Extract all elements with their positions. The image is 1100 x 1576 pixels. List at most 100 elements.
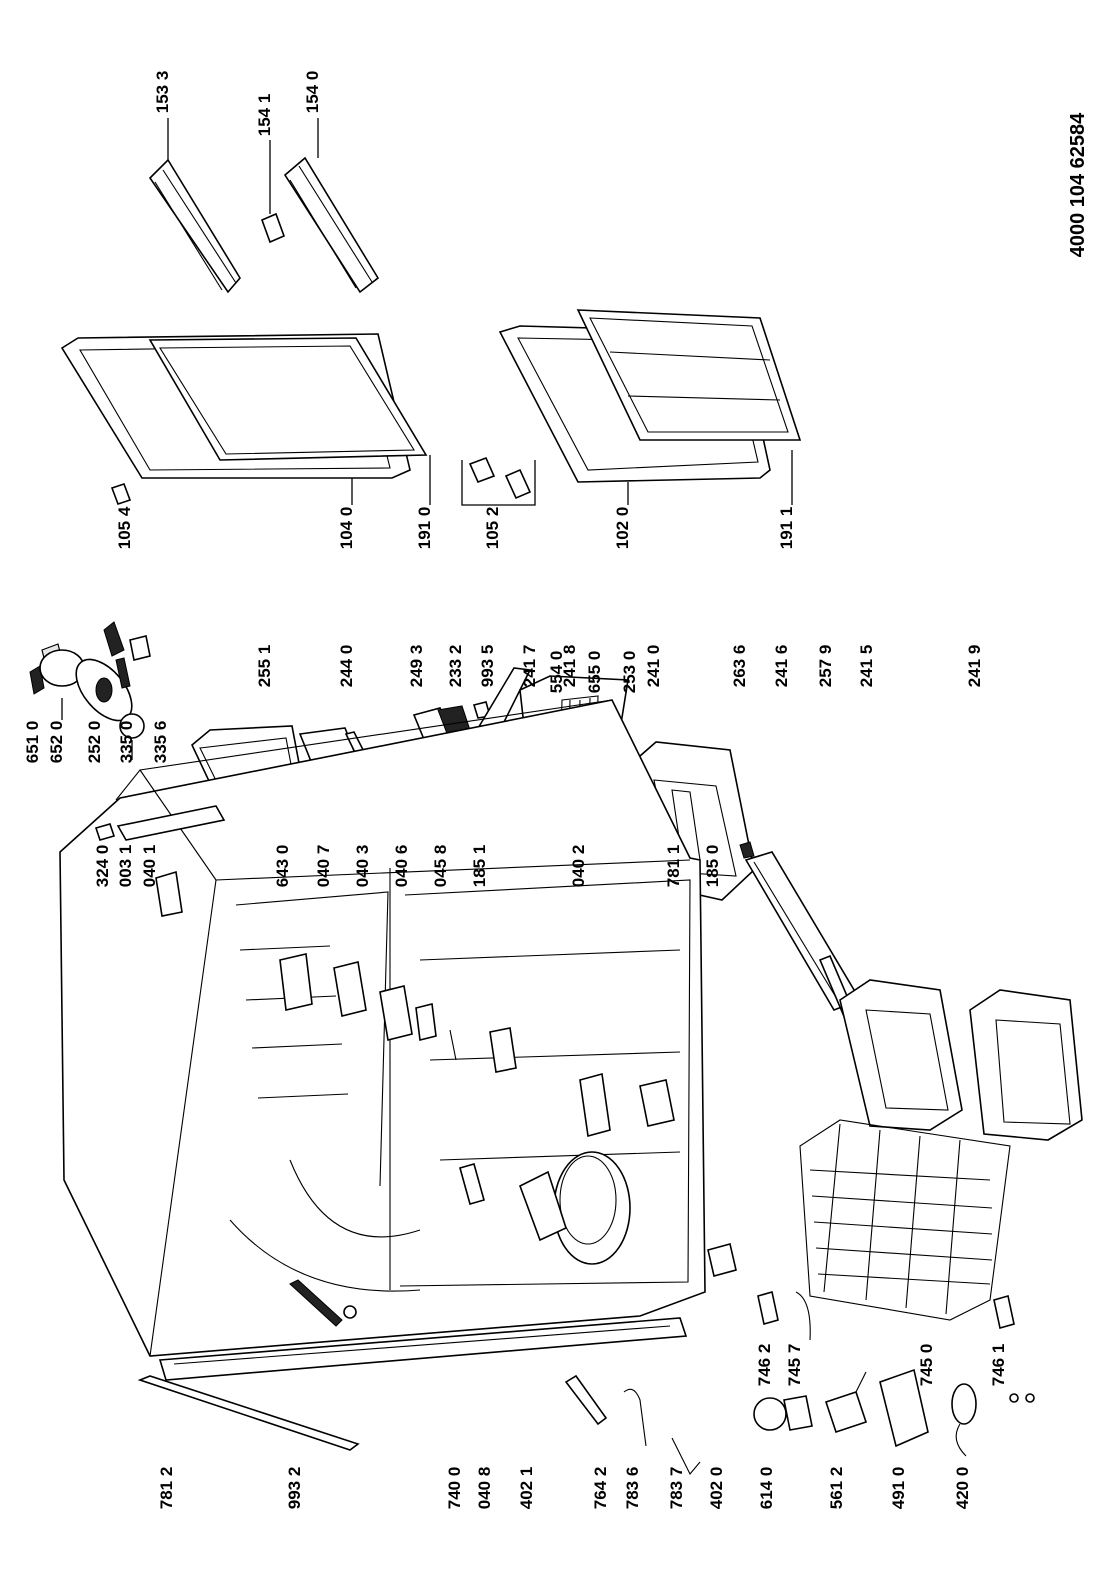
part-label: 185 1 [470,845,489,888]
part-label: 783 6 [623,1467,642,1510]
part-label: 993 2 [285,1467,304,1510]
freezer-drawer-2419 [969,989,1083,1141]
relay-6140 [753,1395,813,1431]
part-label: 241 5 [857,645,876,688]
part-label: 154 1 [255,94,274,137]
part-label: 420 0 [953,1467,972,1510]
part-label: 249 3 [407,645,426,688]
part-label: 102 0 [613,507,632,550]
door-stop-1052 [461,456,536,506]
part-label: 153 3 [153,71,172,114]
part-label: 191 0 [415,507,434,550]
part-label: 764 2 [591,1467,610,1510]
nut-b [1025,1393,1035,1403]
part-labels: 153 3 154 1 154 0 105 4 104 0 191 0 105 2 102 0… [23,71,1008,1510]
screw-2636 [739,841,755,859]
part-label: 554 0 [547,651,566,694]
part-label: 324 0 [93,845,112,888]
part-label: 244 0 [337,645,356,688]
part-label: 154 0 [303,71,322,114]
plate-6430 [279,953,313,1011]
filter-7642 [564,1374,608,1426]
part-label: 781 2 [157,1467,176,1510]
capacitor-4200 [951,1383,977,1457]
part-label: 783 7 [667,1467,686,1510]
wire-rack-7450 [799,1119,1011,1321]
cover-4910 [879,1368,929,1448]
support-7462 [757,1290,779,1326]
part-label: 241 0 [644,645,663,688]
part-label: 746 1 [989,1344,1008,1387]
nut-a [1009,1393,1019,1403]
hinge-0401 [155,870,183,917]
part-label: 040 3 [353,845,372,888]
lamp-parts [29,621,151,739]
vent-7811 [639,1079,675,1127]
part-label: 185 0 [703,845,722,888]
part-label: 040 6 [392,845,411,888]
part-label: 045 8 [431,845,450,888]
drain-part-9932 [289,1279,357,1327]
part-label: 614 0 [757,1467,776,1510]
support-7461 [993,1294,1015,1330]
part-label: 253 0 [620,651,639,694]
part-label: 241 9 [965,645,984,688]
door-balcony-1540 [283,156,380,294]
bracket-0407 [333,961,367,1017]
part-label: 402 1 [517,1467,536,1510]
part-label: 252 0 [85,721,104,764]
cabinet-body [59,699,706,1381]
part-label: 233 2 [446,645,465,688]
part-label: 255 1 [255,645,274,688]
tube-7836 [623,1388,647,1447]
pin-0458 [449,1029,457,1061]
wire-7457 [795,1291,811,1341]
cover-1850 [707,1243,737,1277]
clip-1541 [260,212,286,244]
part-0406 [415,1003,437,1041]
part-label: 335 6 [151,721,170,764]
hinge-part-1054 [110,482,132,506]
part-label: 105 2 [483,507,502,550]
document-number: 4000 104 62584 [1067,112,1089,257]
part-label: 241 6 [772,645,791,688]
strip-7812 [137,1375,360,1451]
part-label: 040 8 [475,1467,494,1510]
cover-0031 [116,805,226,841]
part-label: 104 0 [337,507,356,550]
part-label: 263 6 [730,645,749,688]
part-3240 [94,823,116,841]
part-label: 643 0 [273,845,292,888]
part-0408 [459,1163,485,1205]
part-label: 561 2 [827,1467,846,1510]
part-label: 402 0 [707,1467,726,1510]
part-label: 003 1 [116,845,135,888]
part-label: 040 7 [314,845,333,888]
freezer-drawer-2415 [839,979,963,1131]
part-label: 241 8 [560,645,579,688]
part-label: 191 1 [777,507,796,550]
hinge-0402 [579,1072,611,1138]
cover-1851 [489,1027,517,1073]
part-label: 040 2 [569,845,588,888]
wire-7837 [671,1437,701,1475]
compressor-4020 [519,1151,631,1265]
part-label: 335 0 [117,721,136,764]
part-label: 241 7 [520,645,539,688]
part-label: 651 0 [23,721,42,764]
door-balcony-1533 [148,158,241,294]
part-label: 105 4 [115,506,134,549]
part-label: 491 0 [889,1467,908,1510]
part-label: 652 0 [47,721,66,764]
part-label: 993 5 [478,645,497,688]
part-label: 746 2 [755,1344,774,1387]
part-label: 040 1 [140,845,159,888]
hinge-0403 [379,985,413,1041]
thermostat-5612 [824,1371,868,1434]
part-label: 745 7 [785,1344,804,1387]
door-gasket-1910 [148,337,428,461]
part-label: 740 0 [445,1467,464,1510]
part-label: 745 0 [917,1344,936,1387]
